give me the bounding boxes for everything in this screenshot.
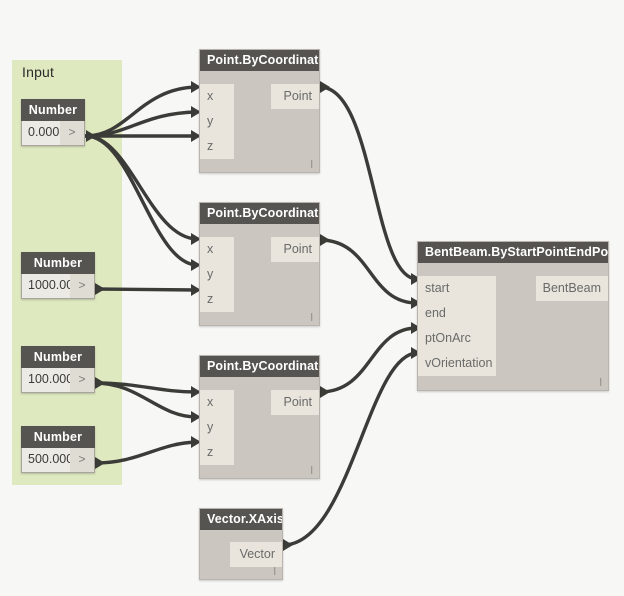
number-input-field[interactable]: 0.000	[22, 121, 60, 145]
output-port-point[interactable]: Point	[271, 84, 319, 109]
number-node-title: Number	[21, 346, 95, 368]
node-point-bycoordinates-3[interactable]: Point.ByCoordinates x y z Point l	[199, 355, 320, 479]
node-point-bycoordinates-2[interactable]: Point.ByCoordinates x y z Point l	[199, 202, 320, 326]
input-port-x[interactable]: x	[200, 84, 234, 109]
number-node-row[interactable]: 1000.000 >	[21, 274, 95, 299]
node-vector-xaxis[interactable]: Vector.XAxis Vector l	[199, 508, 283, 580]
output-port-vector[interactable]: Vector	[230, 542, 282, 567]
input-port-y[interactable]: y	[200, 262, 234, 287]
number-node-title: Number	[21, 426, 95, 448]
input-port-z[interactable]: z	[200, 440, 234, 465]
input-port-end[interactable]: end	[418, 301, 496, 326]
lacing-indicator[interactable]: l	[310, 312, 313, 324]
node-body: x y z Point l	[200, 224, 319, 325]
number-node-row[interactable]: 500.000 >	[21, 448, 95, 473]
number-node-2[interactable]: Number 100.000 >	[21, 346, 95, 393]
number-input-field[interactable]: 100.000	[22, 368, 70, 392]
node-title: Point.ByCoordinates	[200, 50, 319, 71]
group-title: Input	[22, 64, 55, 80]
node-title: Vector.XAxis	[200, 509, 282, 530]
chevron-right-icon[interactable]: >	[60, 121, 84, 145]
input-port-z[interactable]: z	[200, 134, 234, 159]
input-port-y[interactable]: y	[200, 415, 234, 440]
input-port-x[interactable]: x	[200, 237, 234, 262]
node-body: Vector l	[200, 530, 282, 579]
node-bentbeam-bystartpointendpoint[interactable]: BentBeam.ByStartPointEndPoint start end …	[417, 241, 609, 391]
output-port-bentbeam[interactable]: BentBeam	[536, 276, 608, 301]
output-port-point[interactable]: Point	[271, 390, 319, 415]
node-title: Point.ByCoordinates	[200, 203, 319, 224]
number-node-row[interactable]: 0.000 >	[21, 121, 85, 146]
number-input-field[interactable]: 500.000	[22, 448, 70, 472]
number-node-1[interactable]: Number 1000.000 >	[21, 252, 95, 299]
input-port-y[interactable]: y	[200, 109, 234, 134]
input-port-start[interactable]: start	[418, 276, 496, 301]
lacing-indicator[interactable]: l	[310, 159, 313, 171]
lacing-indicator[interactable]: l	[310, 465, 313, 477]
output-port-point[interactable]: Point	[271, 237, 319, 262]
number-node-title: Number	[21, 252, 95, 274]
node-body: start end ptOnArc vOrientation BentBeam …	[418, 263, 608, 390]
node-body: x y z Point l	[200, 377, 319, 478]
number-node-3[interactable]: Number 500.000 >	[21, 426, 95, 473]
node-body: x y z Point l	[200, 71, 319, 172]
chevron-right-icon[interactable]: >	[70, 448, 94, 472]
input-port-ptonarc[interactable]: ptOnArc	[418, 326, 496, 351]
lacing-indicator[interactable]: l	[273, 566, 276, 578]
number-node-row[interactable]: 100.000 >	[21, 368, 95, 393]
input-port-z[interactable]: z	[200, 287, 234, 312]
chevron-right-icon[interactable]: >	[70, 368, 94, 392]
lacing-indicator[interactable]: l	[599, 377, 602, 389]
node-title: Point.ByCoordinates	[200, 356, 319, 377]
input-port-x[interactable]: x	[200, 390, 234, 415]
input-port-vorientation[interactable]: vOrientation	[418, 351, 496, 376]
number-input-field[interactable]: 1000.000	[22, 274, 70, 298]
node-title: BentBeam.ByStartPointEndPoint	[418, 242, 608, 263]
node-point-bycoordinates-1[interactable]: Point.ByCoordinates x y z Point l	[199, 49, 320, 173]
number-node-title: Number	[21, 99, 85, 121]
chevron-right-icon[interactable]: >	[70, 274, 94, 298]
number-node-0[interactable]: Number 0.000 >	[21, 99, 85, 146]
